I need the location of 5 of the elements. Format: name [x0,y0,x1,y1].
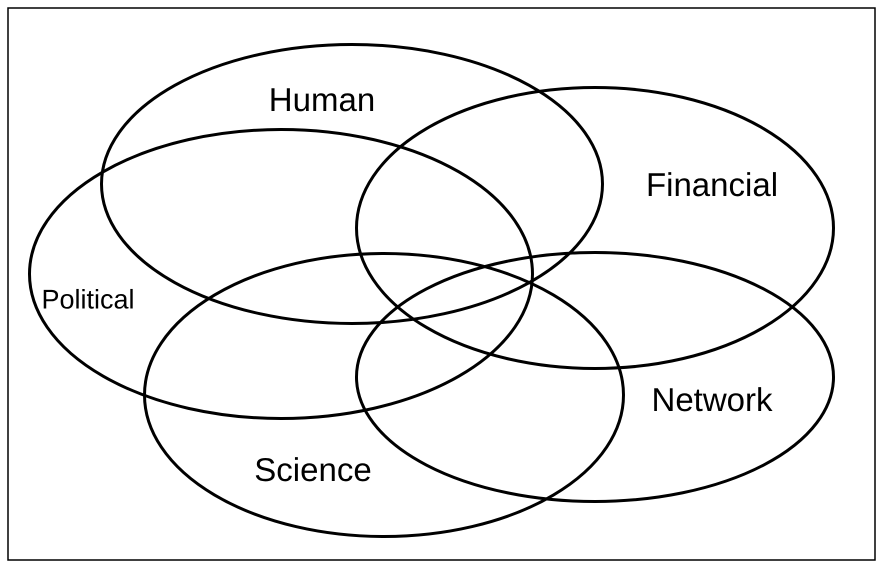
set-label: Financial [646,166,778,204]
set-label: Network [651,381,773,419]
set-label: Science [254,451,372,489]
set-label: Political [41,284,135,316]
set-label: Human [268,81,376,119]
